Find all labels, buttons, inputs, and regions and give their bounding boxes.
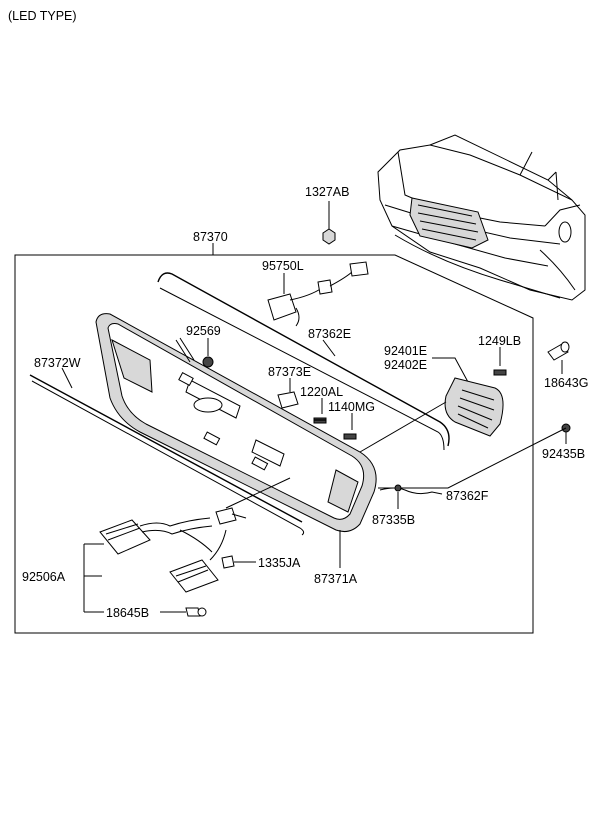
label-1327AB: 1327AB (305, 185, 349, 199)
label-87335B: 87335B (372, 513, 415, 527)
screw-1249LB (493, 347, 507, 376)
assembly-frame (14, 254, 534, 634)
label-1140MG: 1140MG (328, 400, 375, 414)
cable-87362F (379, 484, 443, 509)
label-1249LB: 1249LB (478, 334, 521, 348)
lamp-92401E (359, 357, 504, 453)
label-18643G: 18643G (544, 376, 588, 390)
label-1220AL: 1220AL (300, 385, 343, 399)
strip-87362E (157, 272, 450, 451)
nut-1327AB (322, 201, 336, 245)
label-1335JA: 1335JA (258, 556, 301, 570)
label-92569: 92569 (186, 324, 221, 338)
diagram-title: (LED TYPE) (8, 9, 77, 23)
label-92506A: 92506A (22, 570, 66, 584)
label-92435B: 92435B (542, 447, 585, 461)
bulb-18645B (160, 607, 207, 617)
label-87362E: 87362E (308, 327, 351, 341)
strip-87372W (29, 367, 305, 536)
label-87371A: 87371A (314, 572, 358, 586)
screw-1140MG (343, 413, 357, 440)
label-87370: 87370 (193, 230, 228, 244)
screw-1220AL (313, 398, 327, 424)
label-95750L: 95750L (262, 259, 304, 273)
pad-87373E (277, 378, 299, 409)
car-illustration (377, 134, 586, 301)
label-92401E: 92401E (384, 344, 427, 358)
module-95750L (267, 261, 369, 327)
label-87362F: 87362F (446, 489, 489, 503)
bulb-18643G (547, 341, 570, 374)
label-87373E: 87373E (268, 365, 311, 379)
label-92402E: 92402E (384, 358, 427, 372)
label-87372W: 87372W (34, 356, 81, 370)
license-lamp-92506A (83, 477, 291, 613)
label-18645B: 18645B (106, 606, 149, 620)
clip-92569 (175, 337, 214, 368)
garnish-87371A (95, 313, 377, 568)
